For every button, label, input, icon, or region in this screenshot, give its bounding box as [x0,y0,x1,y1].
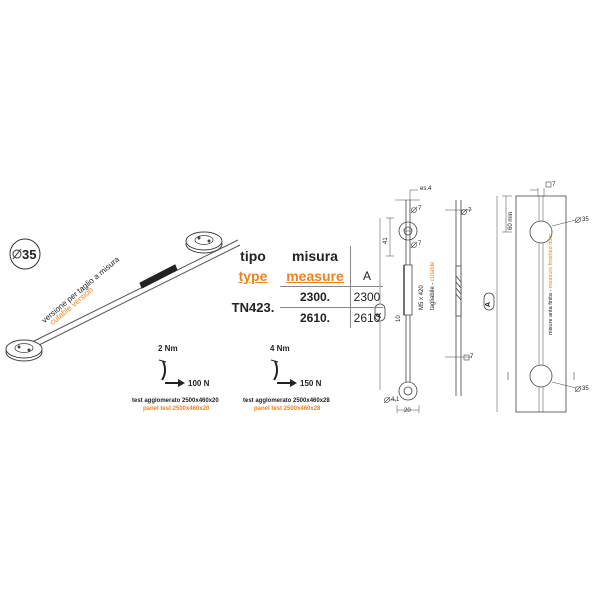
test-left-arrow-icon [165,379,185,387]
diameter-badge-circle [9,238,41,270]
test-left-hook-icon [158,359,167,381]
door-measure-en: measure finished door [548,233,554,289]
dim-d7-mid: 7 [418,241,422,247]
test-right-force: 150 N [300,379,322,388]
header-misura: misura [280,246,351,266]
model-code: TN423. [231,299,275,315]
top-pivot-knob [185,231,223,254]
measure-cell: 2300. [280,286,351,308]
dim-7-door: 7 [552,182,556,188]
a-cell: 2610 [350,307,383,328]
spec-table: tipo misura type measure A TN423. 2300. … [226,246,383,328]
test-left-torque: 2 Nm [158,344,178,353]
dim-d7-top: 7 [418,206,422,212]
dim-m5: M5 x 420 [419,285,425,310]
dim-d35-bottom: 35 [582,386,589,392]
test-right-it: test agglomerato 2500x460x28 [243,398,330,404]
dim-20: 20 [404,408,411,414]
rod [21,239,241,353]
header-tipo: tipo [240,248,266,264]
cutable-en: cutable [430,261,436,281]
measure-cell: 2610. [280,307,351,328]
door-measure-label: misure anta finita - measure finished do… [548,234,554,335]
header-type: type [238,268,268,285]
header-measure: measure [280,266,351,287]
square-small-icons [463,181,552,361]
test-right-hook-icon [270,359,279,381]
dim-60-min: 60 min [508,211,514,230]
spec-table-header-en: type measure A [226,266,383,287]
diameter-badge-value: 35 [22,247,37,262]
table-row: TN423. 2300. 2300 [226,286,383,315]
test-right-arrow-icon [277,379,297,387]
test-left-it: test agglomerato 2500x460x20 [132,398,219,404]
cutable-label: tagliabile - cutable [430,262,436,310]
dim-4-1: 4,1 [391,397,400,403]
cutable-sep: - [430,280,436,287]
a-cell: 2300 [350,286,383,308]
spec-table-header-it: tipo misura [226,246,383,266]
bottom-pivot-knob [5,339,43,362]
test-right-en: panel test 2500x460x28 [254,406,321,412]
door-measure-sep: - [548,288,554,294]
test-right-torque: 4 Nm [270,344,290,353]
table-row: 2610. 2610 [226,307,383,328]
front-view-rod-drawing [445,200,472,396]
dim-7-square: 7 [470,354,474,360]
door-panel-drawing [496,188,577,413]
diameter-symbol-icon [12,248,22,260]
header-a: A [362,269,371,283]
test-left-force: 100 N [188,379,210,388]
dim-es4: es.4 [420,186,432,192]
dim-d35-top: 35 [582,217,589,223]
dim-41: 41 [383,237,389,244]
dim-10: 10 [396,315,402,322]
diameter-small-icons [383,206,582,404]
door-measure-it: misure anta finita [548,293,554,335]
dimension-a-badge-right [483,292,495,311]
cutable-it: tagliabile [430,286,436,310]
test-left-en: panel test 2500x460x20 [143,406,210,412]
dim-d7-front: 7 [468,208,472,214]
dim-a-left: A [376,312,383,318]
side-view-drawing [379,189,420,413]
dim-a-right: A [485,301,492,307]
